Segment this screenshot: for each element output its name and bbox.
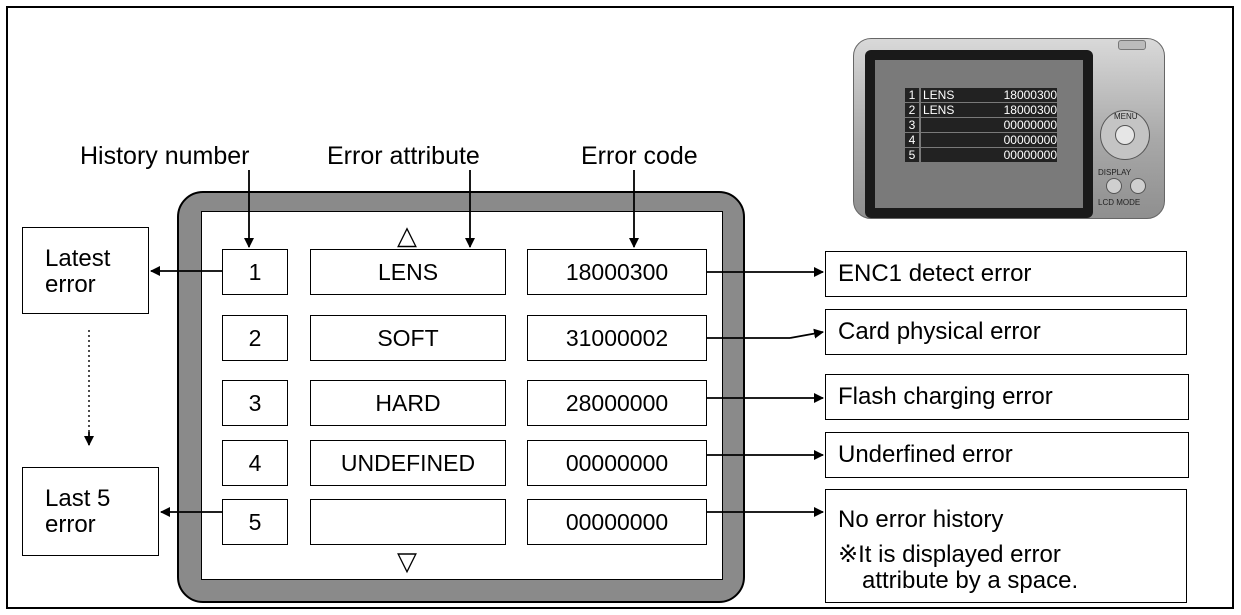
history-number-cell: 1 <box>222 249 288 295</box>
error-attribute-cell: HARD <box>310 380 506 426</box>
scroll-up-icon: △ <box>397 220 417 250</box>
camera-row-number: 4 <box>905 133 919 147</box>
camera-row-attribute <box>921 118 993 132</box>
camera-row-code: 00000000 <box>993 118 1057 132</box>
camera-row-code: 18000300 <box>993 88 1057 102</box>
error-code-cell: 31000002 <box>527 315 707 361</box>
last5-error-line1: Last 5 <box>45 485 111 512</box>
last5-error-box: Last 5 error <box>22 467 159 556</box>
description-box: Underfined error <box>825 432 1189 478</box>
note-mark: ※ <box>838 541 859 568</box>
error-attribute-cell: SOFT <box>310 315 506 361</box>
error-attribute-cell <box>310 499 506 545</box>
latest-error-box: Latest error <box>22 227 149 314</box>
error-code-cell: 28000000 <box>527 380 707 426</box>
camera-lcd-row: 1 LENS 18000300 <box>905 88 1057 102</box>
last5-error-line2: error <box>45 511 96 538</box>
camera-center-button-icon <box>1115 125 1135 145</box>
latest-error-line2: error <box>45 271 96 298</box>
note-line1: ※It is displayed error <box>838 542 1061 568</box>
error-code-label: Error code <box>581 142 698 170</box>
camera-lcd-row: 4 00000000 <box>905 133 1057 147</box>
camera-row-number: 3 <box>905 118 919 132</box>
description-arrow <box>789 328 824 339</box>
camera-row-code: 00000000 <box>993 148 1057 162</box>
camera-row-code: 18000300 <box>993 103 1057 117</box>
camera-row-attribute: LENS <box>921 103 993 117</box>
note-text-line2: attribute by a space. <box>862 567 1079 594</box>
diagram-frame <box>6 6 1234 609</box>
camera-display-label: DISPLAY <box>1098 168 1132 177</box>
camera-lcd-row: 3 00000000 <box>905 118 1057 132</box>
description-box: Flash charging error <box>825 374 1189 420</box>
error-attribute-cell: LENS <box>310 249 506 295</box>
no-history-text: No error history <box>838 506 1004 533</box>
camera-row-attribute: LENS <box>921 88 993 102</box>
camera-row-attribute <box>921 148 993 162</box>
error-attribute-cell: UNDEFINED <box>310 440 506 486</box>
camera-lcd-row: 2 LENS 18000300 <box>905 103 1057 117</box>
camera-row-code: 00000000 <box>993 133 1057 147</box>
camera-display-button-icon <box>1106 178 1122 194</box>
error-code-cell: 18000300 <box>527 249 707 295</box>
error-attribute-label: Error attribute <box>327 142 480 170</box>
latest-error-line1: Latest <box>45 245 111 272</box>
camera-shutter-icon <box>1118 40 1146 50</box>
camera-lcd-row: 5 00000000 <box>905 148 1057 162</box>
description-box: Card physical error <box>825 309 1187 355</box>
scroll-down-icon: ▽ <box>397 546 417 576</box>
camera-row-number: 2 <box>905 103 919 117</box>
camera-delete-button-icon <box>1130 178 1146 194</box>
history-number-cell: 2 <box>222 315 288 361</box>
history-number-cell: 3 <box>222 380 288 426</box>
error-code-cell: 00000000 <box>527 499 707 545</box>
history-number-cell: 4 <box>222 440 288 486</box>
history-number-cell: 5 <box>222 499 288 545</box>
error-code-cell: 00000000 <box>527 440 707 486</box>
description-box: ENC1 detect error <box>825 251 1187 297</box>
camera-row-number: 1 <box>905 88 919 102</box>
no-history-box: No error history ※It is displayed error … <box>825 489 1187 603</box>
note-text-line1: It is displayed error <box>858 541 1061 568</box>
camera-row-number: 5 <box>905 148 919 162</box>
camera-lcd-mode-label: LCD MODE <box>1098 198 1141 207</box>
camera-menu-label: MENU <box>1114 112 1138 121</box>
history-number-label: History number <box>80 142 250 170</box>
camera-row-attribute <box>921 133 993 147</box>
